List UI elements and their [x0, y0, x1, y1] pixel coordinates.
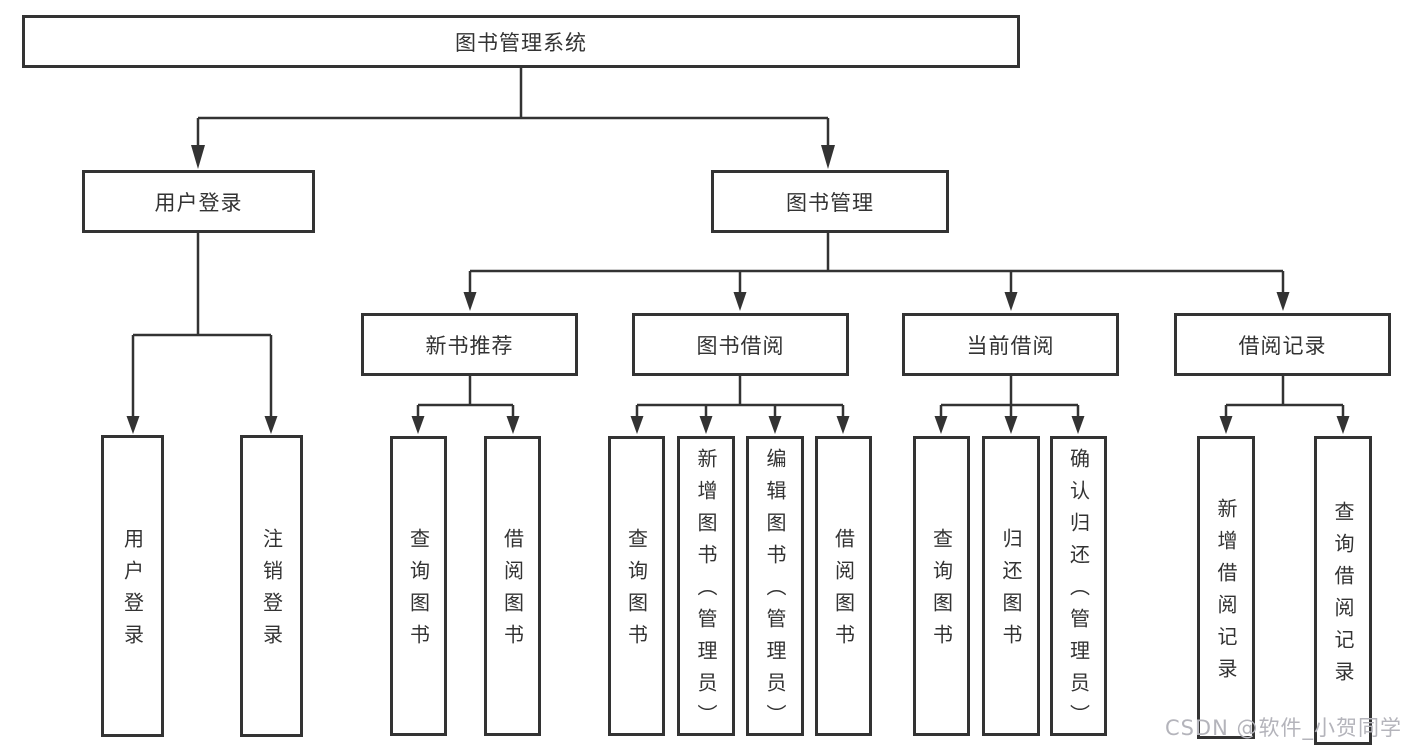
leaf-user-login: 用户登录	[101, 435, 164, 737]
leaf-borrow-add-books-admin-label: 新增图书（管理员）	[694, 448, 718, 736]
leaf-borrow-edit-books-admin: 编辑图书（管理员）	[746, 436, 804, 736]
node-borrow-records: 借阅记录	[1174, 313, 1391, 376]
node-current-borrow: 当前借阅	[902, 313, 1119, 376]
leaf-records-add-record-label: 新增借阅记录	[1214, 497, 1238, 690]
leaf-borrow-borrow-books: 借阅图书	[815, 436, 872, 736]
node-user-login-group: 用户登录	[82, 170, 315, 233]
leaf-records-query-record-label: 查询借阅记录	[1331, 500, 1355, 693]
leaf-records-add-record: 新增借阅记录	[1197, 436, 1255, 739]
leaf-borrow-query-books: 查询图书	[608, 436, 665, 736]
node-book-borrow: 图书借阅	[632, 313, 849, 376]
csdn-watermark: CSDN @软件_小贺同学	[1164, 716, 1402, 740]
node-library-management-system: 图书管理系统	[22, 15, 1020, 68]
leaf-records-query-record: 查询借阅记录	[1314, 436, 1372, 745]
leaf-borrow-add-books-admin: 新增图书（管理员）	[677, 436, 735, 736]
leaf-current-query-books-label: 查询图书	[929, 528, 954, 656]
node-book-management: 图书管理	[711, 170, 949, 233]
leaf-newbook-borrow-books: 借阅图书	[484, 436, 541, 736]
leaf-newbook-borrow-books-label: 借阅图书	[500, 528, 525, 656]
leaf-current-confirm-return-admin-label: 确认归还（管理员）	[1066, 448, 1091, 736]
leaf-newbook-query-books: 查询图书	[390, 436, 447, 736]
leaf-newbook-query-books-label: 查询图书	[406, 528, 431, 656]
leaf-borrow-edit-books-admin-label: 编辑图书（管理员）	[763, 448, 787, 736]
leaf-current-query-books: 查询图书	[913, 436, 970, 736]
leaf-current-return-books-label: 归还图书	[999, 528, 1023, 656]
leaf-borrow-borrow-books-label: 借阅图书	[831, 528, 856, 656]
leaf-logout: 注销登录	[240, 435, 303, 737]
leaf-borrow-query-books-label: 查询图书	[624, 528, 649, 656]
leaf-current-return-books: 归还图书	[982, 436, 1040, 736]
leaf-logout-label: 注销登录	[259, 528, 284, 656]
leaf-user-login-label: 用户登录	[120, 528, 145, 656]
node-new-book-recommend: 新书推荐	[361, 313, 578, 376]
leaf-current-confirm-return-admin: 确认归还（管理员）	[1050, 436, 1107, 736]
